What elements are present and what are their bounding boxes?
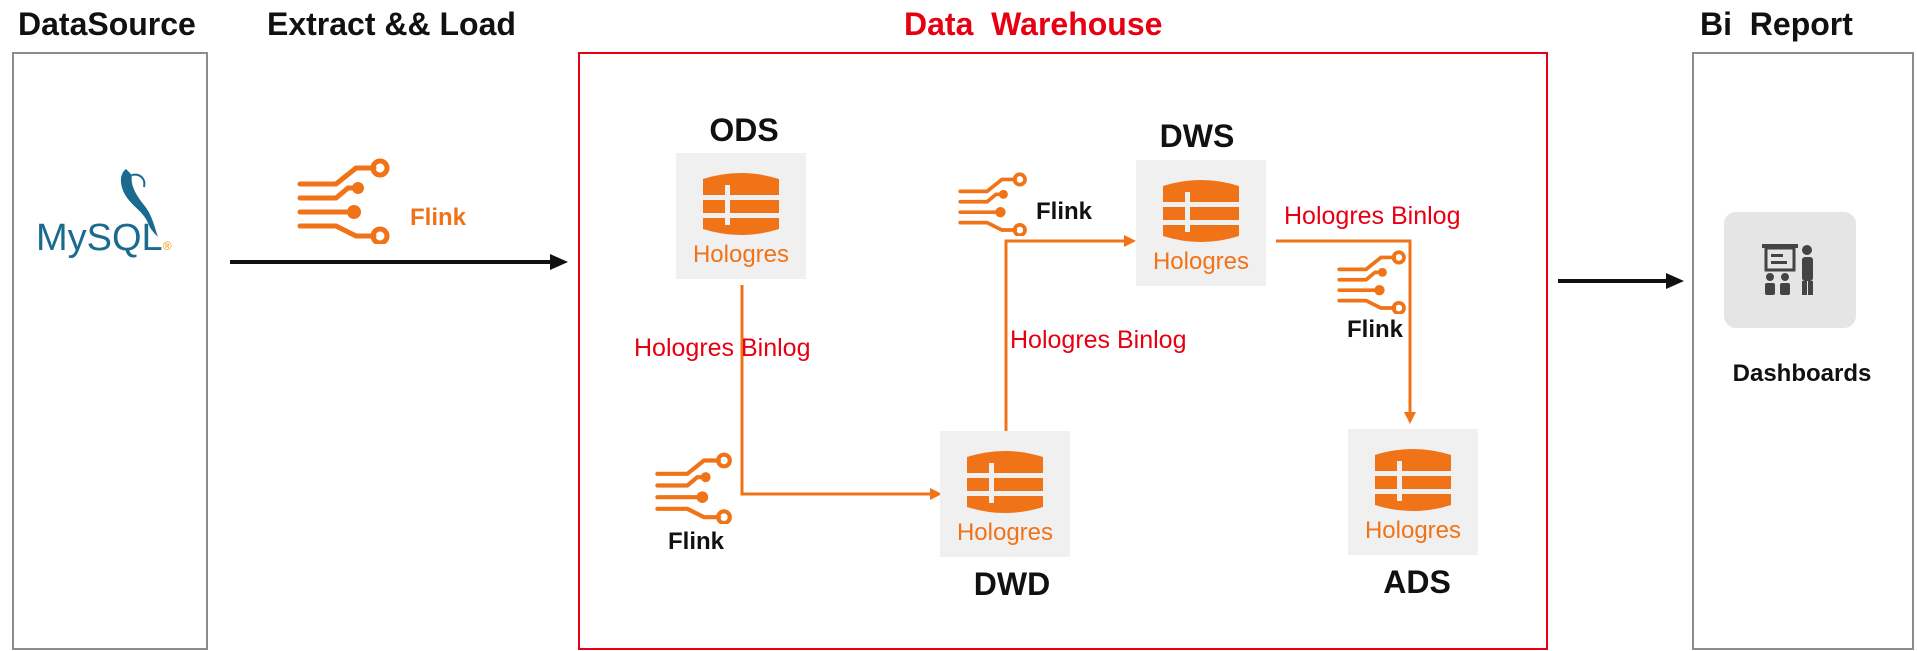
dws-store-label: Hologres — [1152, 248, 1250, 275]
bi-report-title: Bi Report — [1700, 6, 1853, 42]
extract-tool-label: Flink — [410, 204, 467, 231]
registered-mark: ® — [162, 239, 172, 253]
flink-icon — [297, 158, 390, 244]
ads-store-label: Hologres — [1364, 517, 1462, 544]
dws-ads-binlog-label: Hologres Binlog — [1284, 202, 1461, 230]
dws-node: Hologres — [1136, 160, 1266, 286]
dashboard-tile[interactable] — [1724, 212, 1856, 328]
mysql-text: MySQL — [36, 217, 163, 259]
dws-ads-flink-label: Flink — [1347, 316, 1404, 343]
dwd-dws-binlog-label: Hologres Binlog — [1010, 326, 1187, 354]
ods-layer-label: ODS — [709, 112, 779, 148]
dwd-store-label: Hologres — [956, 519, 1054, 546]
dwd-layer-label: DWD — [973, 566, 1051, 602]
dolphin-icon — [120, 169, 158, 237]
ods-node: Hologres — [676, 153, 806, 279]
dws-layer-label: DWS — [1159, 118, 1235, 154]
ads-layer-label: ADS — [1383, 564, 1451, 600]
presentation-icon — [1762, 244, 1813, 295]
report-arrow — [1558, 273, 1684, 289]
ods-store-label: Hologres — [692, 241, 790, 268]
data-warehouse-title: Data Warehouse — [904, 6, 1163, 42]
ods-dwd-flink-label: Flink — [668, 528, 725, 555]
datasource-panel — [12, 52, 208, 650]
dwd-dws-flink-label: Flink — [1036, 198, 1093, 225]
flink-icon — [1337, 250, 1406, 314]
ads-node: Hologres — [1348, 429, 1478, 555]
database-icon — [1373, 449, 1453, 511]
bi-report-panel — [1692, 52, 1914, 650]
mysql-wordmark: MySQL® — [36, 217, 172, 260]
data-warehouse-panel — [578, 52, 1548, 650]
flink-icon — [655, 452, 732, 524]
mysql-logo: MySQL® — [36, 165, 186, 265]
extract-arrow — [230, 254, 568, 270]
datasource-title: DataSource — [18, 6, 196, 42]
extract-load-title: Extract && Load — [267, 6, 516, 42]
dwd-node: Hologres — [940, 431, 1070, 557]
dashboards-label: Dashboards — [1732, 360, 1872, 387]
ods-dwd-binlog-label: Hologres Binlog — [634, 334, 811, 362]
database-icon — [965, 451, 1045, 513]
database-icon — [1161, 180, 1241, 242]
flink-icon — [958, 172, 1027, 236]
database-icon — [701, 173, 781, 235]
